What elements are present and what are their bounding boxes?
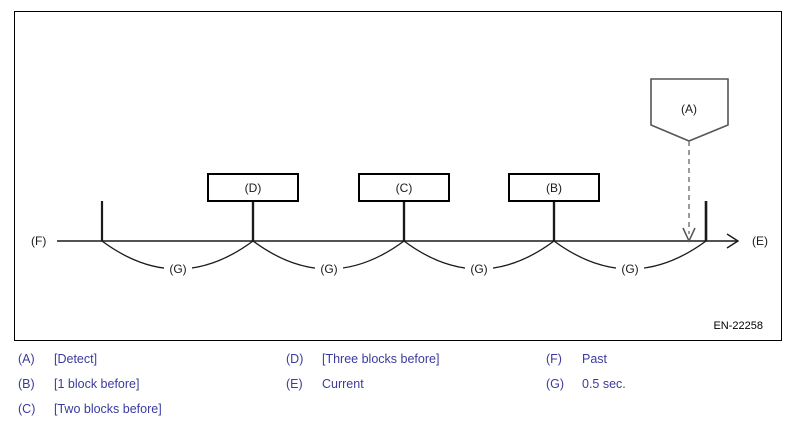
axis-label-current: (E): [752, 234, 768, 248]
legend-value-f: Past: [582, 352, 608, 366]
legend-item-f: (F) Past: [546, 352, 626, 377]
drawing-code: EN-22258: [713, 320, 763, 332]
callout-arrowhead: [682, 227, 696, 243]
legend-key-d: (D): [286, 352, 304, 366]
legend-key-b: (B): [18, 377, 35, 391]
legend-value-g: 0.5 sec.: [582, 377, 626, 391]
legend-column-3: (F) Past (G) 0.5 sec.: [546, 352, 626, 402]
legend-item-d: (D) [Three blocks before]: [286, 352, 439, 377]
legend-value-c: [Two blocks before]: [54, 402, 162, 416]
legend-column-1: (A) [Detect] (B) [1 block before] (C) [T…: [18, 352, 162, 427]
arc-label-backdrop-4: [616, 261, 644, 276]
callout-pentagon-a: [650, 78, 729, 142]
legend-item-c: (C) [Two blocks before]: [18, 402, 162, 427]
arc-label-backdrop-2: [315, 261, 343, 276]
interval-label-1: (G): [169, 262, 186, 276]
block-box-d: [207, 173, 299, 202]
legend: (A) [Detect] (B) [1 block before] (C) [T…: [0, 352, 797, 437]
legend-value-b: [1 block before]: [54, 377, 140, 391]
callout-label-a: (A): [681, 102, 697, 116]
arc-label-backdrop-3: [465, 261, 493, 276]
legend-key-e: (E): [286, 377, 303, 391]
diagram-panel: (G) (G) (G) (G) (F) (E) (D) (C) (B) (A) …: [14, 11, 782, 341]
timeline-diagram: (G) (G) (G) (G) (F) (E) (D) (C) (B) (A) …: [31, 78, 768, 332]
legend-column-2: (D) [Three blocks before] (E) Current: [286, 352, 439, 402]
legend-item-a: (A) [Detect]: [18, 352, 162, 377]
axis-label-past: (F): [31, 234, 46, 248]
legend-key-c: (C): [18, 402, 36, 416]
legend-item-e: (E) Current: [286, 377, 439, 402]
block-box-c: [358, 173, 450, 202]
block-label-d: (D): [245, 181, 262, 195]
block-label-b: (B): [546, 181, 562, 195]
interval-label-4: (G): [621, 262, 638, 276]
block-box-b: [508, 173, 600, 202]
legend-item-g: (G) 0.5 sec.: [546, 377, 626, 402]
legend-key-g: (G): [546, 377, 565, 391]
interval-label-2: (G): [320, 262, 337, 276]
arc-label-backdrop-1: [164, 261, 192, 276]
legend-value-a: [Detect]: [54, 352, 98, 366]
time-axis-arrowhead: [726, 233, 740, 249]
legend-item-b: (B) [1 block before]: [18, 377, 162, 402]
legend-key-f: (F): [546, 352, 562, 366]
interval-label-3: (G): [470, 262, 487, 276]
legend-value-e: Current: [322, 377, 364, 391]
block-label-c: (C): [396, 181, 413, 195]
legend-value-d: [Three blocks before]: [322, 352, 440, 366]
legend-key-a: (A): [18, 352, 35, 366]
